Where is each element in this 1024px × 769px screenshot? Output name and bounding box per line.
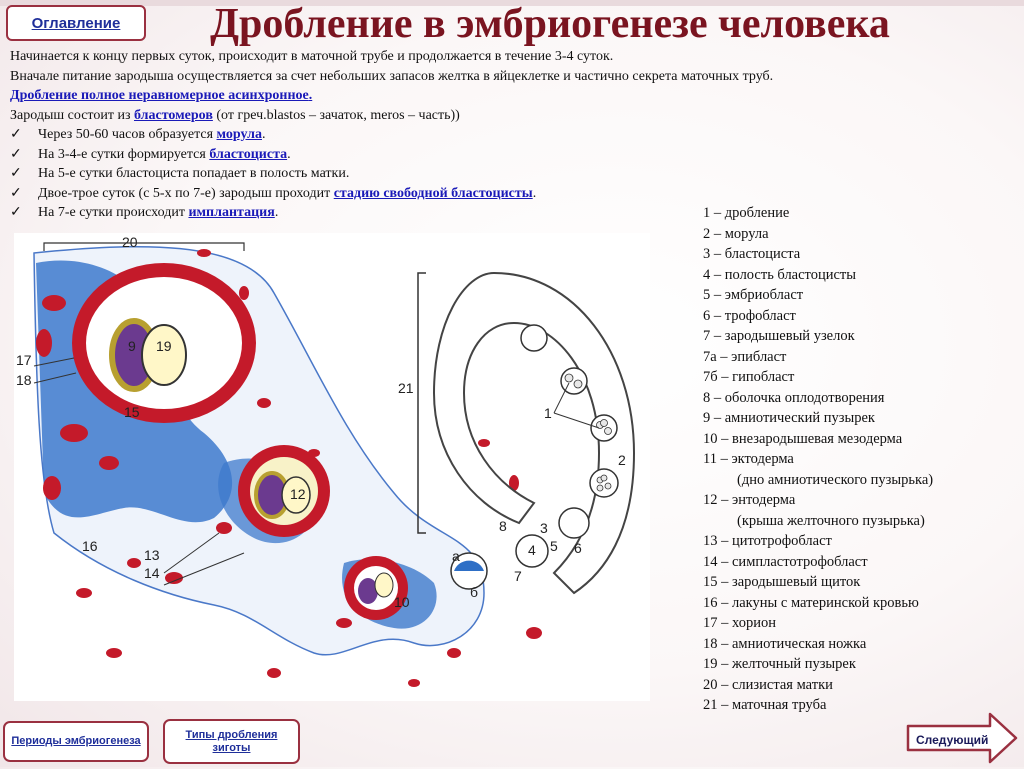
- bullet-text-end: .: [275, 205, 279, 220]
- diagram-label-6: 6: [574, 540, 582, 556]
- diagram-label-b: б: [470, 584, 478, 600]
- implantation-link[interactable]: имплантация: [188, 205, 274, 220]
- diagram-label-12: 12: [290, 486, 306, 502]
- legend-item: 19 – желточный пузырек: [703, 654, 933, 675]
- next-button[interactable]: Следующий: [906, 712, 1018, 764]
- legend-item-note: (дно амниотического пузырька): [703, 470, 933, 491]
- diagram-label-4: 4: [528, 542, 536, 558]
- diagram-label-9: 9: [128, 338, 136, 354]
- blastocyst-link[interactable]: бластоциста: [209, 147, 287, 162]
- bullet-text: Через 50-60 часов образуется: [38, 127, 217, 142]
- legend-item: 21 – маточная труба: [703, 695, 933, 716]
- legend-item: 18 – амниотическая ножка: [703, 634, 933, 655]
- legend-item: 16 – лакуны с материнской кровью: [703, 593, 933, 614]
- blastomeres-link[interactable]: бластомеров: [134, 108, 213, 123]
- legend-item: 7б – гипобласт: [703, 367, 933, 388]
- diagram-label-3: 3: [540, 520, 548, 536]
- legend-item: 5 – эмбриобласт: [703, 285, 933, 306]
- intro-text: Начинается к концу первых суток, происхо…: [10, 47, 1000, 223]
- bullet-text: На 7-е сутки происходит: [38, 205, 188, 220]
- intro-line-3: Дробление полное неравномерное асинхронн…: [10, 86, 1000, 106]
- diagram-label-20: 20: [122, 234, 138, 250]
- intro-line-4-suffix: (от греч.blastos – зачаток, meros – част…: [213, 108, 460, 123]
- legend-item: 3 – бластоциста: [703, 244, 933, 265]
- legend-item: 14 – симпластотрофобласт: [703, 552, 933, 573]
- legend-item: 11 – эктодерма: [703, 449, 933, 470]
- diagram-label-13: 13: [144, 547, 160, 563]
- diagram-label-5: 5: [550, 538, 558, 554]
- diagram-label-15: 15: [124, 404, 140, 420]
- diagram-label-a: а: [452, 548, 460, 564]
- cleavage-types-button[interactable]: Типы дробления зиготы: [163, 719, 300, 764]
- table-of-contents-button[interactable]: Оглавление: [6, 5, 146, 41]
- intro-line-4-prefix: Зародыш состоит из: [10, 108, 134, 123]
- diagram-legend: 1 – дробление 2 – морула 3 – бластоциста…: [703, 203, 933, 716]
- intro-line-1: Начинается к концу первых суток, происхо…: [10, 47, 1000, 67]
- cleavage-type-link-period: .: [309, 88, 313, 103]
- diagram-label-7: 7: [514, 568, 522, 584]
- diagram-label-16: 16: [82, 538, 98, 554]
- legend-item: 9 – амниотический пузырек: [703, 408, 933, 429]
- legend-item: 15 – зародышевый щиток: [703, 572, 933, 593]
- cleavage-type-link[interactable]: Дробление полное неравномерное асинхронн…: [10, 88, 309, 103]
- checkmark-icon: ✓: [10, 203, 38, 223]
- diagram-label-19: 19: [156, 338, 172, 354]
- checkmark-icon: ✓: [10, 164, 38, 184]
- diagram-label-2: 2: [618, 452, 626, 468]
- checkmark-icon: ✓: [10, 125, 38, 145]
- legend-item: 17 – хорион: [703, 613, 933, 634]
- diagram-label-1: 1: [544, 405, 552, 421]
- legend-item: 7 – зародышевый узелок: [703, 326, 933, 347]
- legend-item-note: (крыша желточного пузырька): [703, 511, 933, 532]
- next-button-label: Следующий: [916, 733, 988, 747]
- legend-item: 20 – слизистая матки: [703, 675, 933, 696]
- checkmark-icon: ✓: [10, 184, 38, 204]
- legend-item: 12 – энтодерма: [703, 490, 933, 511]
- bullet-item: ✓На 5-е сутки бластоциста попадает в пол…: [10, 164, 1000, 184]
- diagram-label-17: 17: [16, 352, 32, 368]
- legend-item: 2 – морула: [703, 224, 933, 245]
- yolk-sac: [142, 325, 186, 385]
- diagram-label-14: 14: [144, 565, 160, 581]
- legend-item: 1 – дробление: [703, 203, 933, 224]
- page-title: Дробление в эмбриогенезе человека: [160, 0, 940, 48]
- bullet-text-end: .: [533, 186, 537, 201]
- periods-of-embryogenesis-button[interactable]: Периоды эмбриогенеза: [3, 721, 149, 762]
- legend-item: 13 – цитотрофобласт: [703, 531, 933, 552]
- intro-line-4: Зародыш состоит из бластомеров (от греч.…: [10, 106, 1000, 126]
- diagram-label-8: 8: [499, 518, 507, 534]
- legend-item: 7а – эпибласт: [703, 347, 933, 368]
- bullet-item: ✓Через 50-60 часов образуется морула.: [10, 125, 1000, 145]
- bullet-text-end: .: [262, 127, 266, 142]
- checkmark-icon: ✓: [10, 145, 38, 165]
- bullet-text: На 3-4-е сутки формируется: [38, 147, 209, 162]
- diagram-label-18: 18: [16, 372, 32, 388]
- free-blastocyst-link[interactable]: стадию свободной бластоцисты: [334, 186, 533, 201]
- bullet-item: ✓На 3-4-е сутки формируется бластоциста.: [10, 145, 1000, 165]
- bullet-text: Двое-трое суток (с 5-х по 7-е) зародыш п…: [38, 186, 334, 201]
- legend-item: 6 – трофобласт: [703, 306, 933, 327]
- embryo-cleavage-diagram: 20 17 18 9 19 15 12 16 13 14 21 1 2 3 4 …: [14, 233, 650, 701]
- diagram-label-10: 10: [394, 594, 410, 610]
- diagram-label-21: 21: [398, 380, 414, 396]
- intro-line-2: Вначале питание зародыша осуществляется …: [10, 67, 1000, 87]
- legend-item: 10 – внезародышевая мезодерма: [703, 429, 933, 450]
- bullet-text-end: .: [287, 147, 291, 162]
- bullet-item: ✓Двое-трое суток (с 5-х по 7-е) зародыш …: [10, 184, 1000, 204]
- legend-item: 8 – оболочка оплодотворения: [703, 388, 933, 409]
- legend-item: 4 – полость бластоцисты: [703, 265, 933, 286]
- bullet-text: На 5-е сутки бластоциста попадает в поло…: [38, 166, 349, 181]
- morula-link[interactable]: морула: [217, 127, 262, 142]
